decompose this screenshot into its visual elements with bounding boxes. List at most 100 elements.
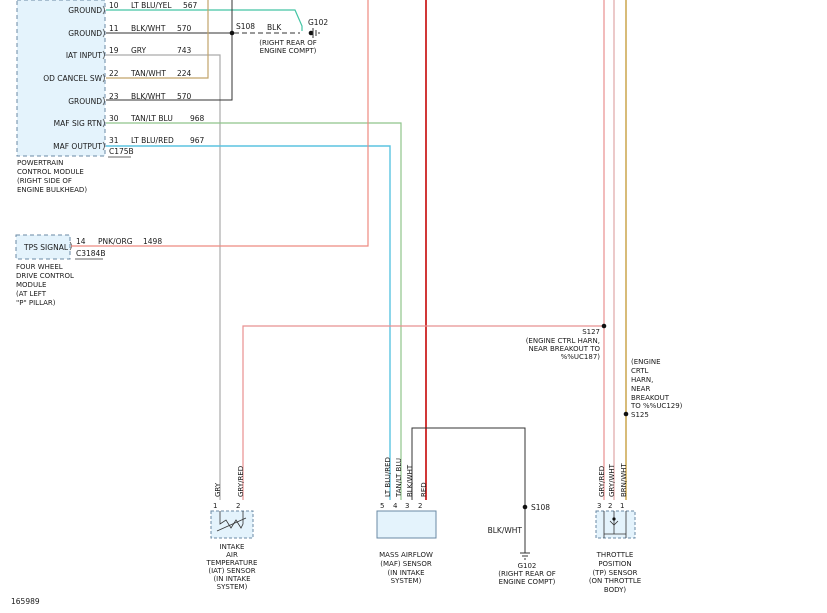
pcm-wire-color: TAN/LT BLU <box>130 114 173 123</box>
maf-wire-color: BLK/WHT <box>406 464 414 497</box>
pcm-wire-color: LT BLU/YEL <box>131 1 172 10</box>
fwd-box-label: TPS SIGNAL <box>23 243 69 252</box>
g102-bottom-caption: ENGINE COMPT) <box>499 578 556 586</box>
s125-caption: NEAR <box>631 385 650 393</box>
pcm-caption-line: CONTROL MODULE <box>17 168 84 176</box>
ground-symbol-top <box>312 28 320 38</box>
pcm-caption-line: POWERTRAIN <box>17 159 63 167</box>
pcm-wire-color: BLK/WHT <box>131 24 166 33</box>
s125-caption: TO %%UC129) <box>630 402 683 410</box>
tps-caption: THROTTLE <box>596 551 634 559</box>
s125-caption: CRTL <box>631 367 649 375</box>
wire-blk-wht-maf <box>411 427 526 553</box>
splice-s125 <box>623 411 629 417</box>
maf-sensor-box <box>376 510 437 539</box>
potentiometer-wiper-icon <box>612 517 616 521</box>
tps-caption: BODY) <box>604 586 626 594</box>
wire-lt-blu-yel <box>106 9 303 31</box>
pcm-terminals <box>102 5 105 151</box>
pcm-pin-number: 10 <box>109 1 119 10</box>
pcm-pin-number: 30 <box>109 114 119 123</box>
fwd-module-box <box>15 234 71 260</box>
pcm-wire-color: TAN/WHT <box>130 69 166 78</box>
pcm-module-box <box>16 0 106 157</box>
pcm-pin-label: MAF OUTPUT <box>53 142 102 151</box>
tps-sensor-box <box>595 510 636 539</box>
wire-pnk-org <box>71 0 369 247</box>
pcm-caption-line: ENGINE BULKHEAD) <box>17 186 87 194</box>
s125-caption: HARN, <box>631 376 653 384</box>
pcm-circuit-number: 224 <box>177 69 192 78</box>
iat-pin-number: 1 <box>213 502 217 510</box>
thermistor-arrow-icon <box>216 517 247 532</box>
pcm-wire-color: BLK/WHT <box>131 92 166 101</box>
fwd-caption-line: MODULE <box>16 281 46 289</box>
s127-caption: (ENGINE CTRL HARN, <box>526 337 600 345</box>
wire-tan-lt-blu <box>106 122 402 500</box>
s127-label: S127 <box>582 328 600 336</box>
fwd-circuit: 1498 <box>143 237 162 246</box>
pcm-pin-number: 22 <box>109 69 119 78</box>
pcm-pin-label: GROUND <box>68 97 102 106</box>
s127-caption: NEAR BREAKOUT TO <box>528 345 600 353</box>
g102-top-caption: (RIGHT REAR OF <box>259 39 317 47</box>
iat-caption: (IN INTAKE <box>213 575 250 583</box>
tps-wire-color: GRY/WHT <box>608 463 616 497</box>
maf-wire-color: RED <box>420 482 428 497</box>
wire-gry-red-iat <box>242 325 604 500</box>
iat-wire-color: GRY/RED <box>237 466 245 497</box>
maf-caption: MASS AIRFLOW <box>379 551 433 559</box>
fwd-caption-line: (AT LEFT <box>16 290 47 298</box>
iat-caption: TEMPERATURE <box>206 559 258 567</box>
splice-s108-top <box>229 30 235 36</box>
pcm-wire-color: GRY <box>131 46 147 55</box>
maf-pin-number: 4 <box>393 502 398 510</box>
splice-s127 <box>601 323 607 329</box>
pcm-pin-label: IAT INPUT <box>66 51 103 60</box>
pcm-pin-label: MAF SIG RTN <box>54 119 102 128</box>
figure-id: 165989 <box>11 597 40 606</box>
s125-caption: (ENGINE <box>631 358 661 366</box>
maf-pin-number: 3 <box>405 502 409 510</box>
tps-pin-number: 1 <box>620 502 624 510</box>
maf-caption: (IN INTAKE <box>387 569 424 577</box>
iat-pin-number: 2 <box>236 502 240 510</box>
maf-pin-number: 5 <box>380 502 384 510</box>
iat-caption: INTAKE <box>220 543 245 551</box>
s125-caption: BREAKOUT <box>631 394 670 402</box>
s127-caption: %%UC187) <box>561 353 601 361</box>
fwd-pin-number: 14 <box>76 237 86 246</box>
tps-caption: (TP) SENSOR <box>592 569 637 577</box>
iat-caption: AIR <box>226 551 238 559</box>
tps-wire-color: BRN/WHT <box>620 463 628 497</box>
pcm-circuit-number: 570 <box>177 92 192 101</box>
wire-blk-wht-pin23 <box>106 0 233 101</box>
pcm-pin-number: 11 <box>109 24 119 33</box>
g102-bottom-caption: (RIGHT REAR OF <box>498 570 556 578</box>
fwd-connector: C3184B <box>76 249 105 258</box>
maf-caption: SYSTEM) <box>391 577 422 585</box>
g102-top-caption: ENGINE COMPT) <box>260 47 317 55</box>
blk-wht-label: BLK/WHT <box>488 526 523 535</box>
tps-pin-number: 3 <box>597 502 601 510</box>
pcm-circuit-number: 743 <box>177 46 192 55</box>
iat-caption: SYSTEM) <box>217 583 248 591</box>
splice-s108-bottom <box>522 504 528 510</box>
ground-symbol-bottom <box>520 552 530 560</box>
wire-lt-blu-red <box>106 145 391 500</box>
pcm-circuit-number: 570 <box>177 24 192 33</box>
pcm-wire-color: LT BLU/RED <box>131 136 174 145</box>
fwd-wire-color: PNK/ORG <box>98 237 133 246</box>
pcm-circuit-number: 567 <box>183 1 198 10</box>
pcm-pin-number: 31 <box>109 136 119 145</box>
s108-bottom-label: S108 <box>531 503 550 512</box>
pcm-caption-line: (RIGHT SIDE OF <box>17 177 72 185</box>
blk-label: BLK <box>267 23 282 32</box>
g102-top-label: G102 <box>308 18 328 27</box>
wire-tan-wht <box>106 0 209 79</box>
fwd-caption-line: DRIVE CONTROL <box>16 272 74 280</box>
maf-pin-number: 2 <box>418 502 422 510</box>
pcm-circuit-number: 968 <box>190 114 205 123</box>
potentiometer-icon <box>603 511 627 538</box>
